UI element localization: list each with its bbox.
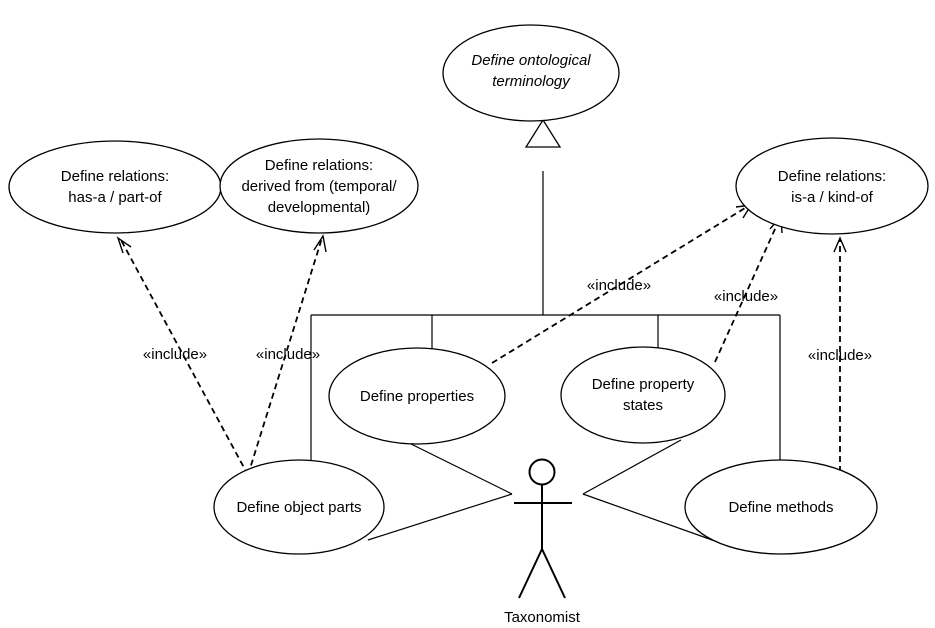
use-case-define-object-parts[interactable]: Define object parts xyxy=(213,459,385,555)
include-stereotype-label: «include» xyxy=(714,288,778,305)
include-stereotype-label: «include» xyxy=(256,346,320,363)
include-stereotype-label: «include» xyxy=(808,347,872,364)
use-case-label: Define methods xyxy=(728,499,833,516)
use-case-is-a-kind-of[interactable]: Define relations: is-a / kind-of xyxy=(735,137,929,235)
use-case-label: terminology xyxy=(492,73,571,90)
use-case-ontological-terminology[interactable]: Define ontological terminology xyxy=(442,24,620,122)
include-stereotype-label: «include» xyxy=(587,277,651,294)
actor-label: Taxonomist xyxy=(504,609,581,626)
actor-associations xyxy=(367,439,716,542)
use-case-define-property-states[interactable]: Define property states xyxy=(560,346,726,444)
use-case-label: has-a / part-of xyxy=(68,189,162,206)
generalization-arrowhead xyxy=(524,118,562,148)
use-case-label: Define object parts xyxy=(236,499,361,516)
generalization-connector xyxy=(310,118,781,480)
use-case-label: derived from (temporal/ xyxy=(241,178,397,195)
use-case-label: Define relations: xyxy=(265,157,373,174)
use-case-label: Define properties xyxy=(360,388,474,405)
use-case-label: is-a / kind-of xyxy=(791,189,874,206)
use-case-label: Define relations: xyxy=(61,168,169,185)
use-case-define-properties[interactable]: Define properties xyxy=(328,347,506,445)
include-dependencies xyxy=(116,204,847,476)
actor-taxonomist[interactable]: Taxonomist xyxy=(504,458,581,627)
use-case-label: states xyxy=(623,397,663,414)
use-case-label: Define property xyxy=(592,376,695,393)
use-case-label: developmental) xyxy=(268,199,371,216)
include-stereotype-label: «include» xyxy=(143,346,207,363)
use-case-label: Define ontological xyxy=(471,52,591,69)
use-case-derived-from[interactable]: Define relations: derived from (temporal… xyxy=(219,138,419,234)
use-case-label: Define relations: xyxy=(778,168,886,185)
use-case-has-a-part-of[interactable]: Define relations: has-a / part-of xyxy=(8,140,222,234)
use-case-define-methods[interactable]: Define methods xyxy=(684,459,878,555)
